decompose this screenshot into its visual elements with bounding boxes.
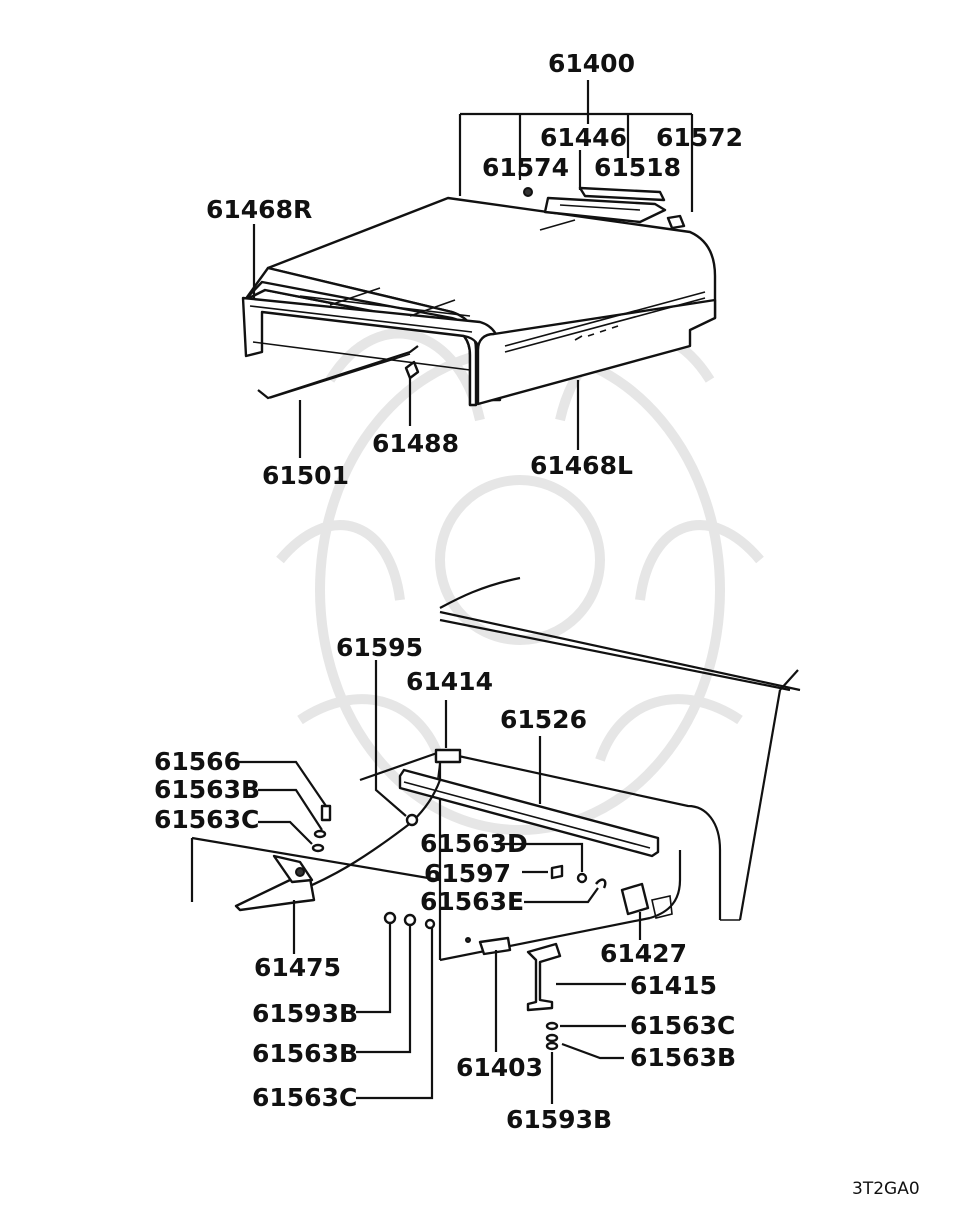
label-61501: 61501	[262, 461, 349, 490]
label-61574: 61574	[482, 153, 569, 182]
lower-leader-lines	[238, 660, 642, 1104]
watermark-emblem	[276, 328, 764, 835]
label-61563E: 61563E	[420, 887, 524, 916]
label-61563B-left: 61563B	[252, 1039, 358, 1068]
label-61400: 61400	[548, 49, 635, 78]
tailgate-assembly	[190, 576, 801, 1051]
label-61563B-right: 61563B	[630, 1043, 736, 1072]
label-61563C-left: 61563C	[252, 1083, 357, 1112]
diagram-code: 3T2GA0	[852, 1179, 920, 1199]
label-61563C-upper: 61563C	[154, 805, 259, 834]
label-61563B-upper: 61563B	[154, 775, 260, 804]
label-61468R: 61468R	[206, 195, 312, 224]
label-61526: 61526	[500, 705, 587, 734]
upper-leader-lines	[252, 80, 694, 458]
label-61593B-left: 61593B	[252, 999, 358, 1028]
label-61475: 61475	[254, 953, 341, 982]
part-number-labels: 61400 61446 61572 61574 61518 61468R 614…	[154, 49, 920, 1199]
label-61427: 61427	[600, 939, 687, 968]
label-61566: 61566	[154, 747, 241, 776]
hard-top-assembly	[241, 186, 717, 407]
label-61563D: 61563D	[420, 829, 528, 858]
label-61414: 61414	[406, 667, 493, 696]
label-61488: 61488	[372, 429, 459, 458]
label-61518: 61518	[594, 153, 681, 182]
label-61597: 61597	[424, 859, 511, 888]
label-61572: 61572	[656, 123, 743, 152]
label-61403: 61403	[456, 1053, 543, 1082]
label-61563C-right: 61563C	[630, 1011, 735, 1040]
label-61415: 61415	[630, 971, 717, 1000]
label-61593B-bottom: 61593B	[506, 1105, 612, 1134]
label-61446: 61446	[540, 123, 627, 152]
label-61468L: 61468L	[530, 451, 633, 480]
label-61595: 61595	[336, 633, 423, 662]
